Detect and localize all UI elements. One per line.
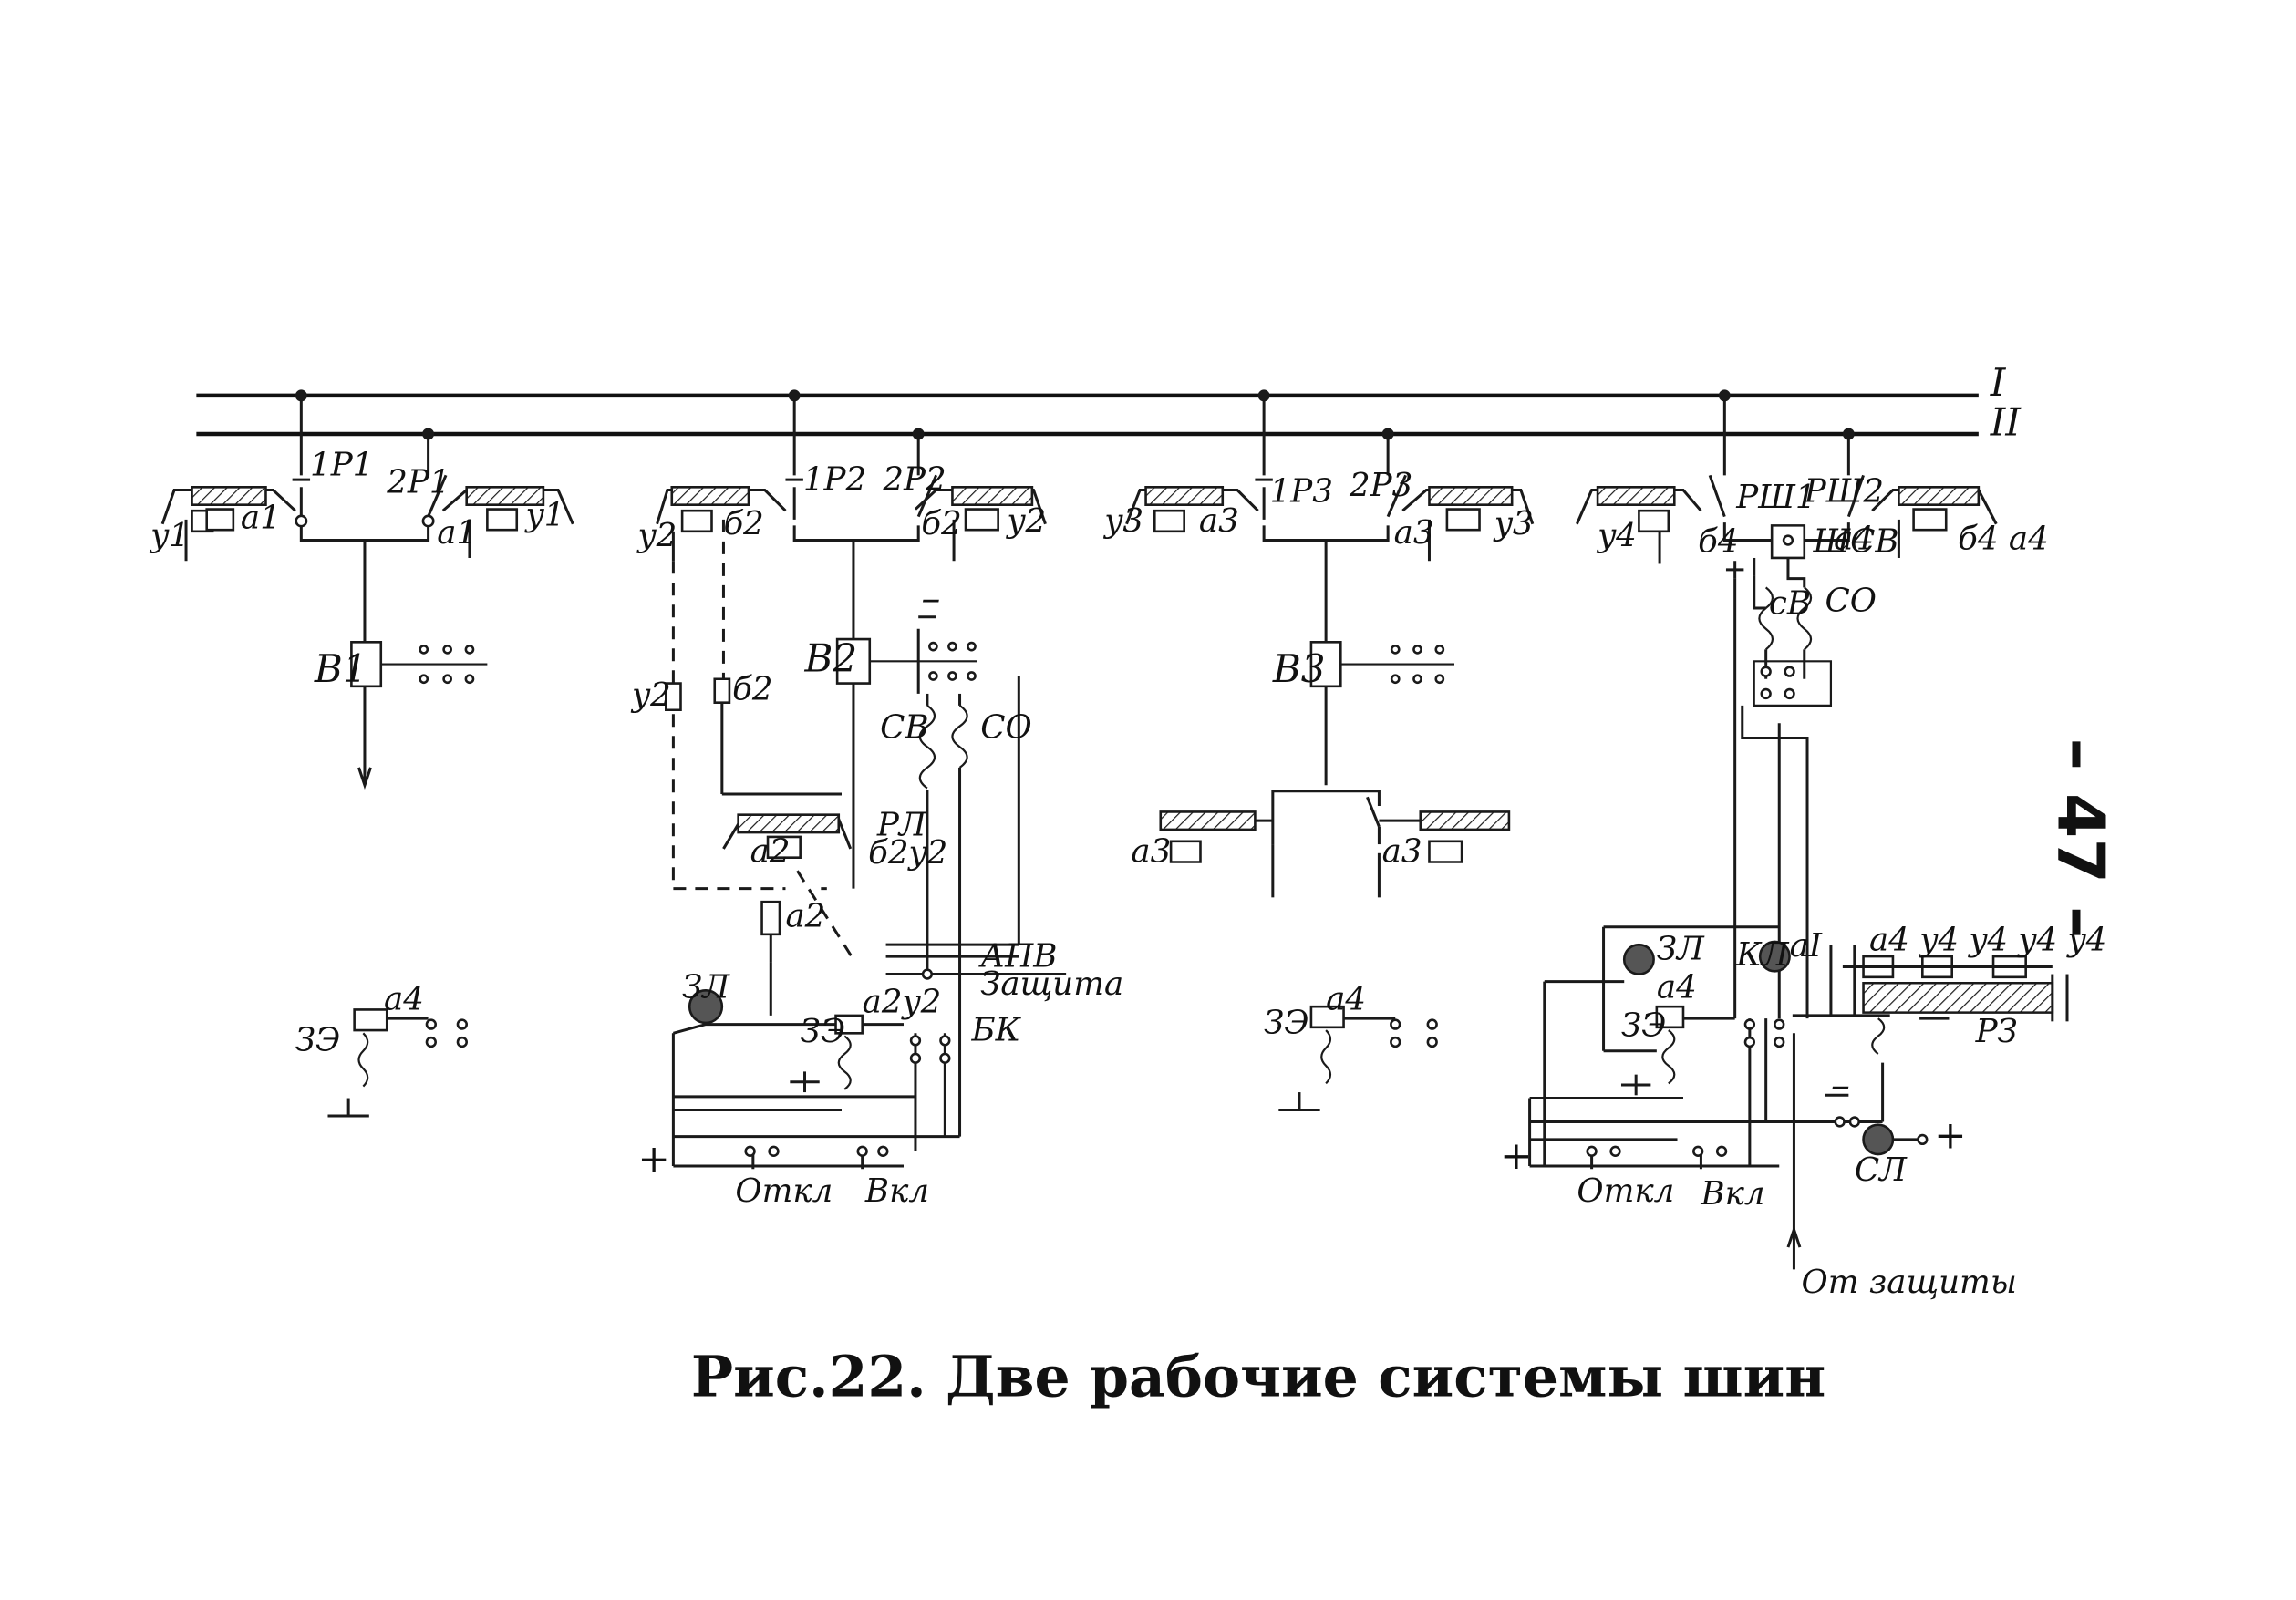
bus-1-label: I [1990,360,2007,405]
cell2-disc1-label: 1P2 [803,461,866,499]
coupler-shsv-label: ШСВ [1812,523,1898,561]
cell2-minus-label: – [921,575,940,620]
cell3-a-low-l-label: a3 [1131,833,1171,871]
coupler-ze-label: ЗЭ [1621,1007,1666,1045]
cell3-disc2-label: 2P3 [1349,467,1412,504]
bus-2-label: II [1990,400,2022,445]
coupler-otkl-label: Откл [1577,1172,1674,1210]
cell2-vkl-label: Вкл [864,1172,929,1210]
coupler-ot-zashchity-label: От защиты [1802,1264,2017,1301]
bus-bars: I II [196,360,2022,445]
coupler-so-label: CO [1825,582,1876,619]
coupler-bq-label: б4 a4 [1958,520,2049,557]
coupler-kl-label: КЛ [1735,936,1790,974]
cell2-ze-label: ЗЭ [801,1013,845,1050]
cell3-a-left-label: a3 [1199,502,1239,540]
cell1-disc2-label: 2P1 [386,464,450,501]
coupler-plus2-label: + [1934,1113,1966,1158]
cell3-breaker-label: B3 [1272,646,1326,691]
cell-2: y2 б2 1P2 2P2 б2 y2 y2 б2 B2 – CB CO PЛ … [630,396,1123,1210]
cell2-y-left-label: y2 [636,517,677,554]
page-number: – 47 – [2043,738,2118,939]
cell2-otkl-label: Откл [735,1172,833,1210]
cell3-a-low-r-label: a3 [1382,833,1422,871]
coupler-vkl-label: Вкл [1700,1175,1764,1213]
coupler-rz-label: PЗ [1975,1013,2018,1050]
cell2-disc2-label: 2P2 [882,461,946,499]
cell2-a-low-label: a2 [785,898,825,935]
figure-caption: Рис.22. Две рабочие системы шин [691,1344,1826,1410]
cell2-rl-label: PЛ [876,806,927,843]
cell2-y-right-label: y2 [1005,502,1046,540]
cell1-y-right-label: y1 [523,496,564,533]
coupler-b-left-label: б4 [1698,523,1738,561]
cell3-ze-label: ЗЭ [1264,1004,1308,1041]
cell2-so-label: CO [980,709,1031,747]
cell2-plus-label: + [638,1136,670,1181]
coupler-zl-label: ЗЛ [1657,930,1705,967]
cell3-a-right-label: a3 [1394,514,1434,552]
cell2-bk-label: БК [970,1011,1021,1048]
cell2-a-blk-label: a2 [750,833,791,871]
cell1-y-left-label: y1 [149,517,190,554]
cell1-a-left-label: a1 [241,500,281,537]
cell2-ezl-label: ЗЛ [682,968,730,1006]
coupler-cell: y4 PШ1 PШ2 б4 ШСВ a4 б4 a4 cB CO ЗЛ КЛ З… [1500,396,2106,1301]
cell1-disc1-label: 1P1 [310,446,373,483]
coupler-disc2-label: PШ2 [1804,472,1884,510]
coupler-sl-label: CЛ [1855,1151,1908,1189]
cell3-ctrl-key-label: a4 [1326,980,1366,1017]
cell2-b-right-label: б2 [921,505,961,542]
cell3-disc1-label: 1P3 [1270,472,1333,510]
coupler-ai-label: aI [1790,927,1823,965]
cell3-y-left-label: y3 [1102,502,1143,540]
coupler-a-right-label: a4 [1834,520,1874,557]
cell2-b-left-label: б2 [723,505,763,542]
cell2-by-label: б2y2 [868,834,947,872]
cell2-apv-label: АПВ [977,937,1057,975]
cell2-zashchita-label: Защита [980,965,1123,1003]
cell1-a-right-label: a1 [437,514,477,552]
cell3-y-right-label: y3 [1493,505,1534,542]
cell1-breaker-label: B1 [314,646,367,691]
cell2-breaker-label: B2 [804,636,858,681]
coupler-disc1-label: PШ1 [1735,479,1815,516]
cell2-y-mid-label: y2 [630,676,671,714]
cell-3: y3 a3 1P3 2P3 a3 y3 B3 a3 a3 ЗЭ a4 [1102,396,1533,1110]
coupler-right-labels-label: a4 y4 y4 y4 y4 [1869,922,2106,959]
cell1-ctrl-key-label: a4 [384,980,424,1017]
coupler-y-left-label: y4 [1596,517,1637,554]
coupler-minus-label: – [1831,1063,1850,1108]
coupler-plus-label: + [1500,1133,1532,1178]
coupler-sv-label: cB [1769,585,1811,623]
coupler-a4-label: a4 [1657,968,1697,1006]
cell2-sv-label: CB [880,709,928,747]
cell2-ay-label: a2y2 [863,984,942,1021]
label-label: ЗЭ [295,1022,340,1059]
cell2-b-mid-label: б2 [732,670,772,707]
cell-1: 1P1 2P1 y1 a1 a1 y1 B1 a4 ЗЭ [149,396,573,1116]
